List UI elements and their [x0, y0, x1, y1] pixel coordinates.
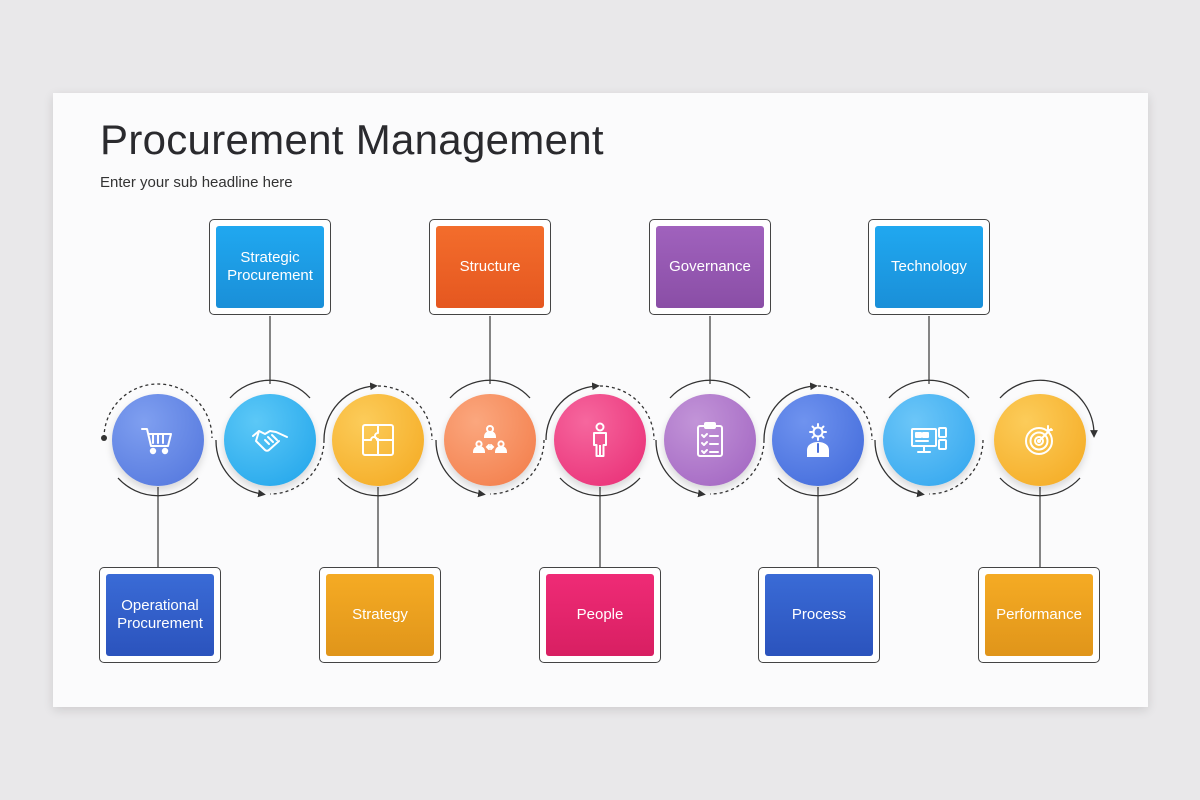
node-cart — [112, 394, 204, 486]
arc-solid — [763, 382, 818, 441]
arc-dashed — [489, 439, 545, 495]
node-monitor — [883, 394, 975, 486]
arc-dashed — [709, 439, 765, 495]
arc-dashed — [269, 439, 325, 495]
arc-solid — [435, 439, 486, 498]
page-title: Procurement Management — [100, 116, 604, 163]
node-gear-person — [772, 394, 864, 486]
arc-dashed — [103, 383, 213, 439]
handshake-icon — [252, 430, 288, 452]
arc-dashed — [377, 385, 433, 441]
node-puzzle — [332, 394, 424, 486]
box-label: Strategy — [326, 574, 434, 656]
box-strategy: Strategy — [319, 567, 441, 663]
arc-solid — [777, 477, 859, 497]
arc-dashed — [928, 439, 984, 495]
start-dot — [101, 435, 107, 441]
arc-solid — [215, 439, 266, 498]
box-strategic-procurement: Strategic Procurement — [209, 219, 331, 315]
arc-solid — [655, 439, 706, 498]
arc-solid — [999, 379, 1098, 438]
arc-solid — [888, 379, 970, 399]
arc-solid — [449, 379, 531, 399]
arc-solid — [669, 379, 751, 399]
node-team — [444, 394, 536, 486]
box-process: Process — [758, 567, 880, 663]
person-icon — [593, 422, 607, 457]
arc-solid — [999, 477, 1081, 497]
team-network-icon — [472, 425, 508, 453]
target-icon — [1025, 425, 1053, 455]
arc-solid — [337, 477, 419, 497]
arc-solid — [117, 477, 199, 497]
box-label: People — [546, 574, 654, 656]
node-handshake — [224, 394, 316, 486]
box-label: Performance — [985, 574, 1093, 656]
box-label: Governance — [656, 226, 764, 308]
box-label: Technology — [875, 226, 983, 308]
gear-person-icon — [807, 423, 829, 457]
arc-dashed — [817, 385, 873, 441]
arc-solid — [323, 382, 378, 441]
box-structure: Structure — [429, 219, 551, 315]
puzzle-icon — [362, 424, 394, 456]
box-technology: Technology — [868, 219, 990, 315]
box-people: People — [539, 567, 661, 663]
box-label: Process — [765, 574, 873, 656]
arc-solid — [559, 477, 641, 497]
box-label: Structure — [436, 226, 544, 308]
arc-solid — [229, 379, 311, 399]
monitor-dashboard-icon — [911, 427, 947, 453]
arc-dashed — [599, 385, 655, 441]
node-clipboard — [664, 394, 756, 486]
shopping-cart-icon — [141, 428, 172, 455]
box-governance: Governance — [649, 219, 771, 315]
box-operational-procurement: Operational Procurement — [99, 567, 221, 663]
node-target — [994, 394, 1086, 486]
page-subtitle: Enter your sub headline here — [100, 174, 293, 191]
clipboard-checklist-icon — [697, 422, 723, 457]
box-performance: Performance — [978, 567, 1100, 663]
arc-solid — [545, 382, 600, 441]
box-label: Operational Procurement — [106, 574, 214, 656]
box-label: Strategic Procurement — [216, 226, 324, 308]
arc-solid — [874, 439, 925, 498]
node-person — [554, 394, 646, 486]
